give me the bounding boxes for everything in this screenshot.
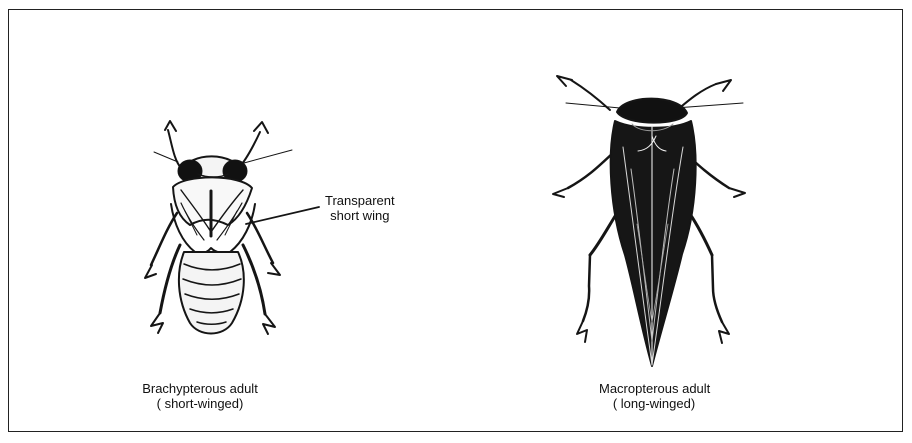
callout-line-2: short wing	[325, 208, 395, 223]
brachypterous-adult-illustration	[145, 121, 319, 334]
brachypterous-caption-line-2: ( short-winged)	[140, 396, 260, 411]
macropterous-adult-illustration	[553, 76, 745, 366]
brachypterous-caption: Brachypterous adult ( short-winged)	[140, 381, 260, 411]
callout-line-1: Transparent	[325, 193, 395, 208]
macropterous-caption-line-2: ( long-winged)	[599, 396, 709, 411]
macropterous-caption: Macropterous adult ( long-winged)	[599, 381, 709, 411]
transparent-short-wing-callout: Transparent short wing	[325, 193, 395, 223]
brachypterous-caption-line-1: Brachypterous adult	[140, 381, 260, 396]
macropterous-caption-line-1: Macropterous adult	[599, 381, 709, 396]
